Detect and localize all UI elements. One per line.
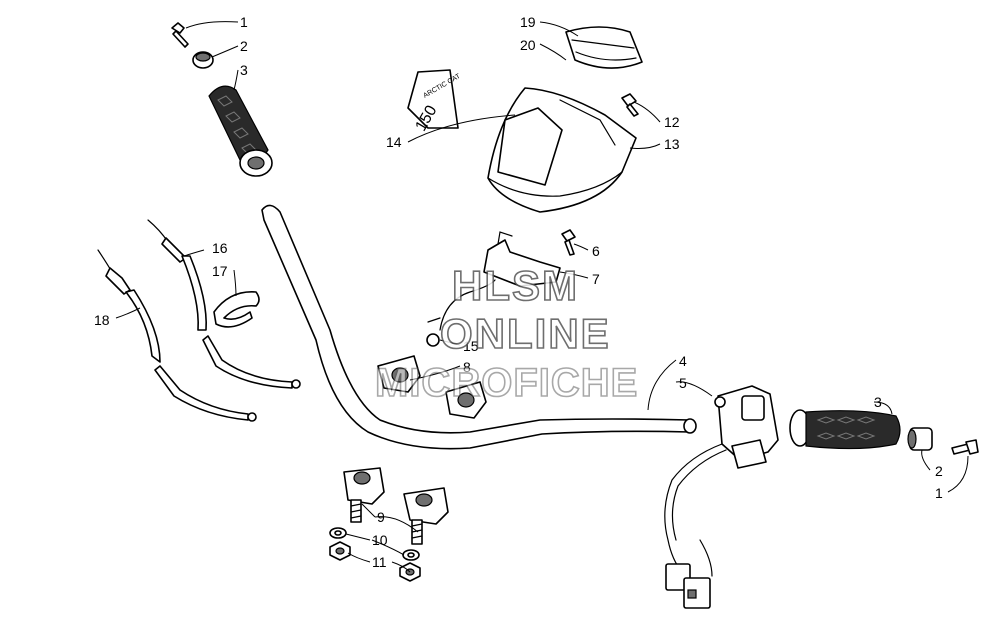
callout-5: 5: [679, 375, 687, 391]
callout-9: 9: [377, 509, 385, 525]
nut-left: [329, 541, 351, 561]
bolt-right: [951, 439, 979, 455]
callout-3-right: 3: [874, 394, 882, 410]
watermark-line-2: ONLINE: [440, 310, 611, 357]
handlebar: [261, 204, 697, 450]
grip-left: [208, 85, 273, 177]
callout-3-left: 3: [240, 62, 248, 78]
brake-cable-16: [147, 219, 301, 389]
washer-right: [402, 549, 420, 561]
end-cap-right: [907, 427, 933, 451]
callout-12: 12: [664, 114, 680, 130]
callout-15: 15: [463, 338, 479, 354]
callout-6: 6: [592, 243, 600, 259]
callout-18: 18: [94, 312, 110, 328]
watermark-line-3: MICROFICHE: [375, 361, 638, 405]
callout-1-left: 1: [240, 14, 248, 30]
callout-10: 10: [372, 532, 388, 548]
callout-17: 17: [212, 263, 228, 279]
callout-2-right: 2: [935, 463, 943, 479]
callout-13: 13: [664, 136, 680, 152]
cable-clip: [213, 291, 260, 328]
clamp-upper-right: [445, 381, 487, 419]
leader-lines: [115, 21, 969, 573]
callout-20: 20: [520, 37, 536, 53]
speedometer: [565, 26, 643, 69]
callout-16: 16: [212, 240, 228, 256]
end-cap-left: [192, 51, 214, 69]
watermark-line-1: HLSM: [452, 262, 579, 309]
switch-wire: [426, 279, 496, 347]
mounting-bracket: [483, 231, 561, 287]
callout-4: 4: [679, 353, 687, 369]
riser-left: [343, 467, 385, 523]
callout-11: 11: [372, 554, 387, 570]
callout-2-left: 2: [240, 38, 248, 54]
callout-14: 14: [386, 134, 402, 150]
callout-8: 8: [463, 359, 471, 375]
bolt-left: [171, 22, 189, 48]
callout-1-right: 1: [935, 485, 943, 501]
screw-6: [561, 229, 576, 256]
clamp-upper-left: [377, 355, 421, 393]
callout-19: 19: [520, 14, 536, 30]
screw-12: [621, 93, 639, 117]
grip-right: [789, 409, 901, 450]
washer-left: [329, 527, 347, 539]
watermark: HLSM ONLINE MICROFICHE: [374, 261, 638, 406]
handlebar-cover: [487, 87, 637, 213]
riser-right: [403, 487, 449, 545]
switch-housing: [664, 385, 779, 609]
throttle-cable-18: [97, 249, 257, 422]
callout-numbers: 1 2 3 19 20 12 13 14 6 7 16 17 18 15 8 4…: [94, 14, 943, 570]
callout-7: 7: [592, 271, 600, 287]
